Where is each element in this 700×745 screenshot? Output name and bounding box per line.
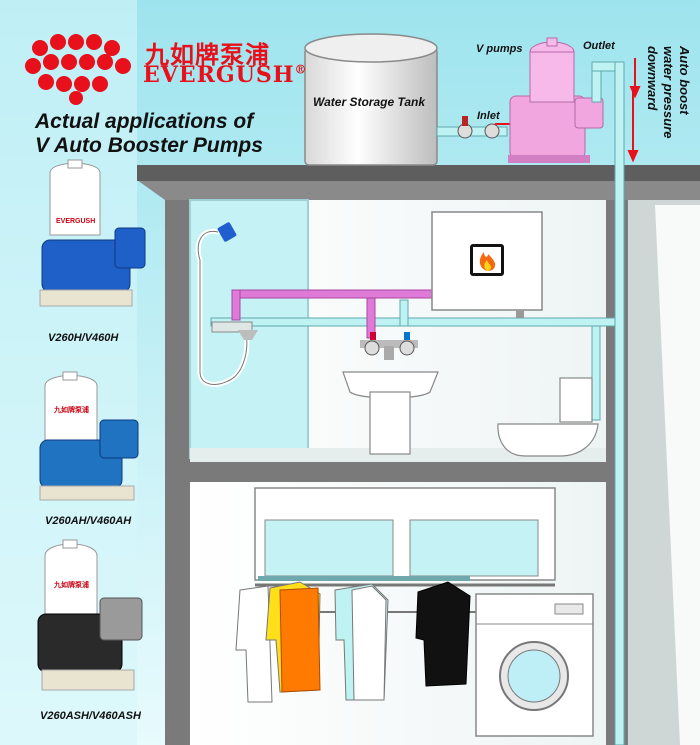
product-tank-label: 九如牌泵浦 [54, 407, 89, 414]
shower-head-icon [195, 222, 258, 387]
boost-label-3: downward [645, 46, 660, 111]
headline-line1: Actual applications of [35, 110, 254, 133]
model-label: V260AH/V460AH [45, 515, 132, 527]
outlet-pipe [591, 61, 625, 745]
inlet-label: Inlet [477, 110, 500, 122]
floor-slab [165, 462, 700, 482]
product-v260ah [39, 371, 139, 501]
headline: Actual applications of V Auto Booster Pu… [35, 110, 263, 158]
toilet [497, 377, 599, 457]
product-tank-label: EVERGUSH [56, 218, 96, 225]
outlet-label: Outlet [583, 40, 615, 52]
v-pumps-label: V pumps [476, 43, 523, 55]
boost-label-1: Auto boost [677, 46, 692, 115]
water-storage-tank [304, 33, 438, 166]
washing-machine-icon [475, 593, 594, 737]
product-v260ash [37, 539, 143, 691]
hanging-clothes [235, 581, 471, 703]
sink [342, 332, 439, 455]
tank-label: Water Storage Tank [313, 95, 426, 109]
pressure-arrows [627, 58, 641, 163]
product-tank-label: 九如牌泵浦 [54, 582, 89, 589]
evergush-dots-logo-icon [25, 34, 131, 105]
flame-icon [479, 252, 496, 271]
model-label: V260ASH/V460ASH [40, 710, 141, 722]
water-heater [431, 211, 543, 318]
cold-water-pipes [210, 299, 616, 421]
boost-label-2: water pressure [661, 46, 676, 139]
laundry-window [254, 487, 556, 613]
clothes-rail [258, 576, 470, 581]
brand-name-cn: 九如牌泵浦 [145, 41, 270, 69]
headline-line2: V Auto Booster Pumps [35, 134, 263, 157]
model-label: V260H/V460H [48, 332, 119, 344]
brand-name-en: EVERGUSH® [143, 62, 308, 88]
v-pump-roof [508, 37, 604, 163]
product-v260h [39, 159, 146, 307]
